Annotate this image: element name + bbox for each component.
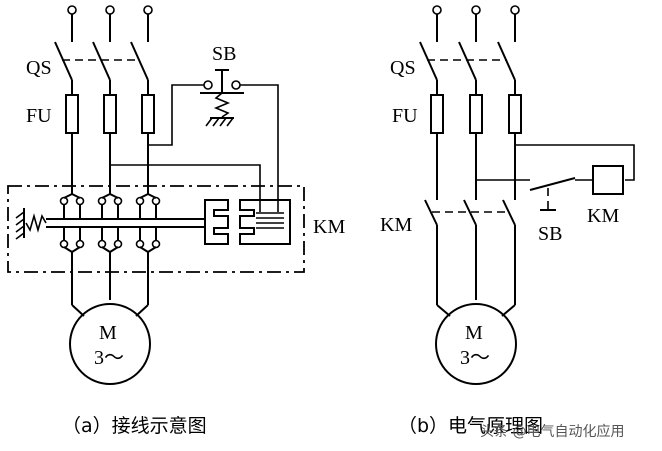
right-km-coil-label: KM [587, 205, 619, 227]
right-sb-label: SB [538, 223, 562, 245]
right-motor-phase: 3～ [460, 347, 490, 369]
right-qs-label: QS [390, 57, 416, 79]
right-control-circuit [476, 144, 635, 211]
left-control-wiring [110, 84, 279, 212]
right-fu-label: FU [392, 105, 418, 127]
right-schematic: QS FU SB KM [380, 5, 635, 437]
left-fuses [65, 94, 155, 194]
left-sb-button [200, 69, 244, 127]
left-motor-leads [71, 252, 149, 317]
right-caption: （b）电气原理图 [398, 415, 543, 437]
left-motor-phase: 3～ [94, 347, 124, 369]
left-motor-m: M [99, 322, 117, 344]
left-km-return-spring [15, 208, 47, 240]
left-qs-switch [54, 41, 149, 95]
left-fu-label: FU [26, 105, 52, 127]
left-km-label: KM [313, 216, 345, 238]
right-km-contacts-label: KM [380, 214, 412, 236]
right-motor [435, 303, 517, 385]
left-wiring-diagram: QS FU [7, 5, 345, 437]
right-motor-m: M [465, 322, 483, 344]
left-km-enclosure [7, 185, 305, 273]
left-qs-label: QS [26, 57, 52, 79]
right-supply-terminals [432, 5, 520, 42]
watermark: 头条 @电气自动化应用 [480, 423, 624, 440]
right-km-main-contacts [424, 199, 516, 317]
left-caption: （a）接线示意图 [62, 415, 207, 437]
right-qs-switch [419, 41, 516, 95]
left-motor [69, 303, 151, 385]
right-fuses [430, 94, 522, 200]
left-supply-terminals [67, 5, 153, 42]
left-km-main-contacts [46, 193, 205, 253]
left-km-electromagnet [204, 199, 291, 245]
left-sb-label: SB [212, 43, 236, 65]
